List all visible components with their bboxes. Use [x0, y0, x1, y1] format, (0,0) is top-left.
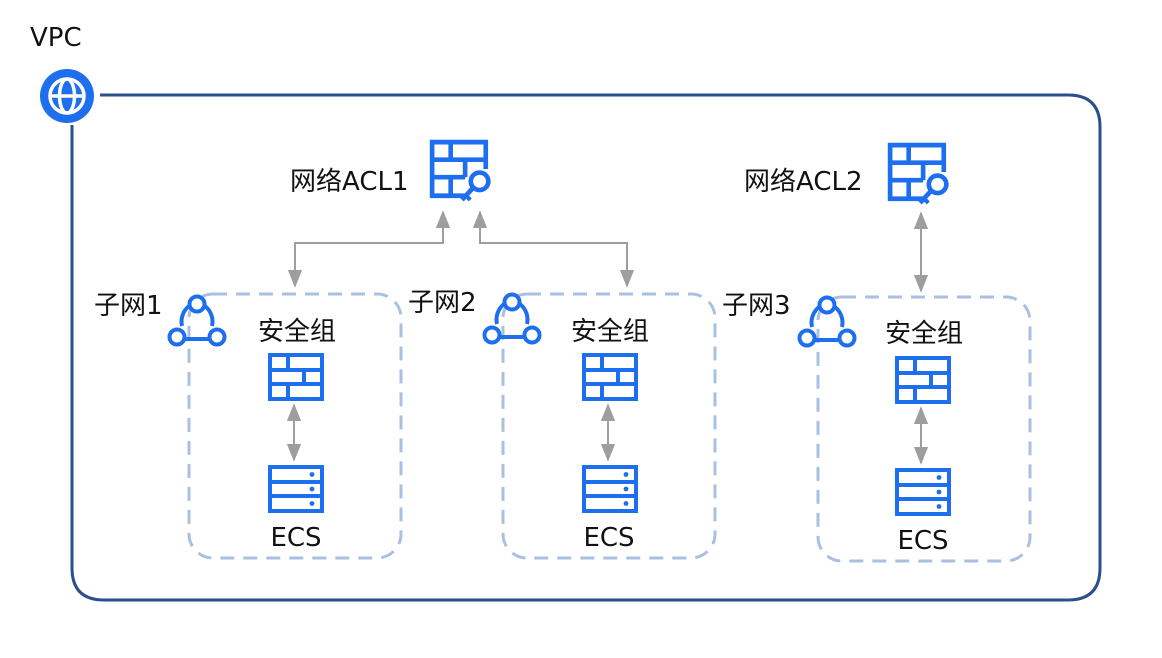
- security-group-brick-icon: [895, 356, 951, 404]
- subnet-2-ecs-label: ECS: [583, 523, 634, 553]
- vpc-boundary: [70, 93, 1102, 602]
- subnet-icon: [797, 295, 857, 348]
- firewall-key-icon: [890, 145, 946, 203]
- acl-1-label: 网络ACL1: [290, 167, 409, 197]
- security-group-brick-icon: [268, 353, 324, 401]
- subnet-2-sg-label: 安全组: [571, 317, 649, 347]
- subnet-1-boundary: [187, 292, 403, 560]
- subnet-2-boundary: [501, 292, 717, 560]
- subnet-3-boundary: [816, 295, 1032, 563]
- subnet-1-sg-label: 安全组: [258, 317, 336, 347]
- security-group-brick-icon: [582, 353, 638, 401]
- subnet-2-label: 子网2: [408, 288, 477, 318]
- connector-acl1-subnet2: [472, 210, 635, 288]
- subnet-icon: [167, 294, 227, 347]
- subnet-3-ecs-label: ECS: [897, 526, 948, 556]
- connector-acl1-subnet1: [287, 210, 451, 288]
- ecs-server-icon: [268, 465, 324, 513]
- globe-icon: [40, 69, 94, 123]
- subnet-icon: [482, 292, 542, 345]
- acl-2-label: 网络ACL2: [744, 167, 863, 197]
- ecs-server-icon: [582, 465, 638, 513]
- subnet-3-sg-label: 安全组: [885, 319, 963, 349]
- firewall-key-icon: [432, 142, 488, 200]
- subnet-1-label: 子网1: [94, 291, 163, 321]
- vpc-label: VPC: [30, 23, 82, 53]
- subnet-1-ecs-label: ECS: [270, 523, 321, 553]
- subnet-3-label: 子网3: [722, 291, 791, 321]
- ecs-server-icon: [895, 468, 951, 516]
